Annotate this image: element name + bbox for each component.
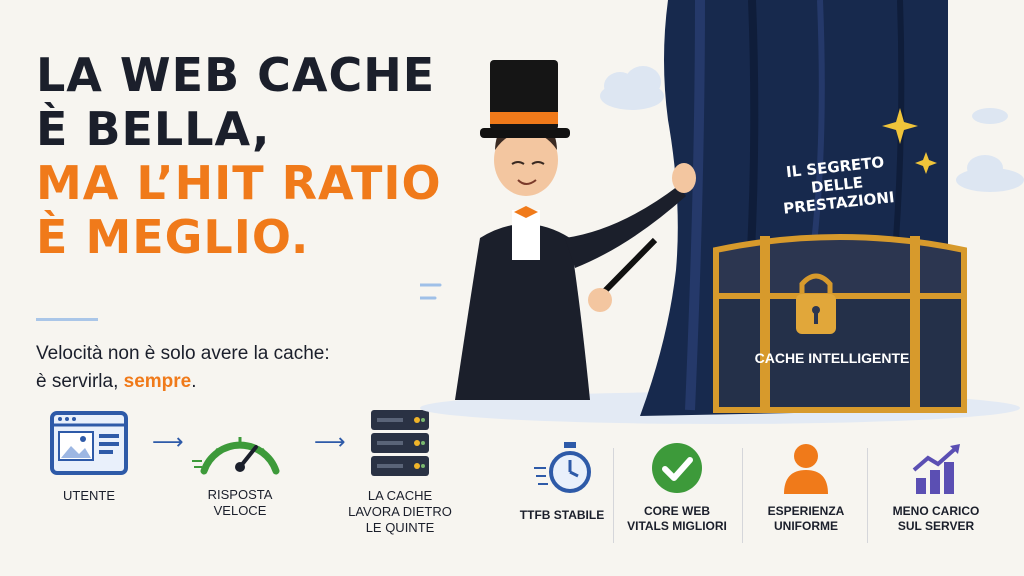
flow-user: UTENTE (34, 410, 144, 504)
browser-window-icon (50, 411, 128, 475)
flow-cache-label-2: LAVORA DIETRO (348, 504, 452, 519)
padlock-icon (796, 273, 836, 334)
flow-cache: LA CACHE LAVORA DIETRO LE QUINTE (340, 408, 460, 536)
benefit-server-label-2: SUL SERVER (897, 519, 975, 533)
subtitle: Velocità non è solo avere la cache: è se… (36, 340, 330, 396)
flow-response-label-1: RISPOSTA (207, 487, 273, 502)
benefit-ttfb-label: TTFB STABILE (519, 508, 605, 522)
server-stack-icon (371, 410, 429, 476)
sparkle-icon (882, 108, 937, 174)
magician (455, 60, 696, 400)
benefit-ux-label-1: ESPERIENZA (767, 504, 845, 518)
benefit-ux: ESPERIENZA UNIFORME (746, 440, 866, 534)
benefit-cwv: CORE WEB VITALS MIGLIORI (617, 440, 737, 534)
benefit-cwv-label-2: VITALS MIGLIORI (627, 519, 727, 533)
benefit-ttfb: TTFB STABILE (502, 440, 622, 523)
chest-label: CACHE INTELLIGENTE (754, 350, 910, 366)
headline-line-3: MA L’HIT RATIO (36, 156, 442, 210)
subtitle-post: . (191, 371, 197, 392)
benefit-cwv-label-1: CORE WEB (644, 504, 710, 518)
check-circle-icon (652, 443, 702, 493)
benefit-ux-label-2: UNIFORME (774, 519, 838, 533)
subtitle-pre: è servirla, (36, 371, 124, 392)
headline-line-2: È BELLA, (36, 102, 271, 156)
arrow-right-icon: ⟶ (314, 430, 346, 455)
speedometer-icon (192, 437, 280, 475)
subtitle-line-1: Velocità non è solo avere la cache: (36, 343, 330, 364)
subtitle-line-2: è servirla, sempre. (36, 368, 330, 396)
divider (36, 318, 98, 321)
arrow-right-icon: ⟶ (152, 430, 184, 455)
headline-line-4: È MEGLIO. (36, 210, 310, 264)
flow-response: RISPOSTA VELOCE (180, 415, 300, 519)
benefit-server-label-1: MENO CARICO (892, 504, 980, 518)
flow-user-label: UTENTE (63, 488, 115, 503)
flow-cache-label-1: LA CACHE (367, 488, 433, 503)
subtitle-accent: sempre (123, 371, 192, 392)
user-icon (784, 444, 828, 494)
treasure-chest (713, 234, 967, 413)
benefit-server: MENO CARICO SUL SERVER (876, 440, 996, 534)
magician-illustration (420, 0, 1024, 424)
flow-response-label-2: VELOCE (213, 503, 267, 518)
headline-line-1: LA WEB CACHE (36, 48, 436, 102)
bar-chart-up-icon (912, 444, 960, 494)
flow-cache-label-3: LE QUINTE (365, 520, 435, 535)
headline: LA WEB CACHE È BELLA, MA L’HIT RATIO È M… (36, 48, 442, 264)
cloud-icon (600, 66, 1024, 192)
separator (867, 448, 868, 543)
separator (742, 448, 743, 543)
stopwatch-icon (534, 442, 591, 493)
separator (613, 448, 614, 543)
